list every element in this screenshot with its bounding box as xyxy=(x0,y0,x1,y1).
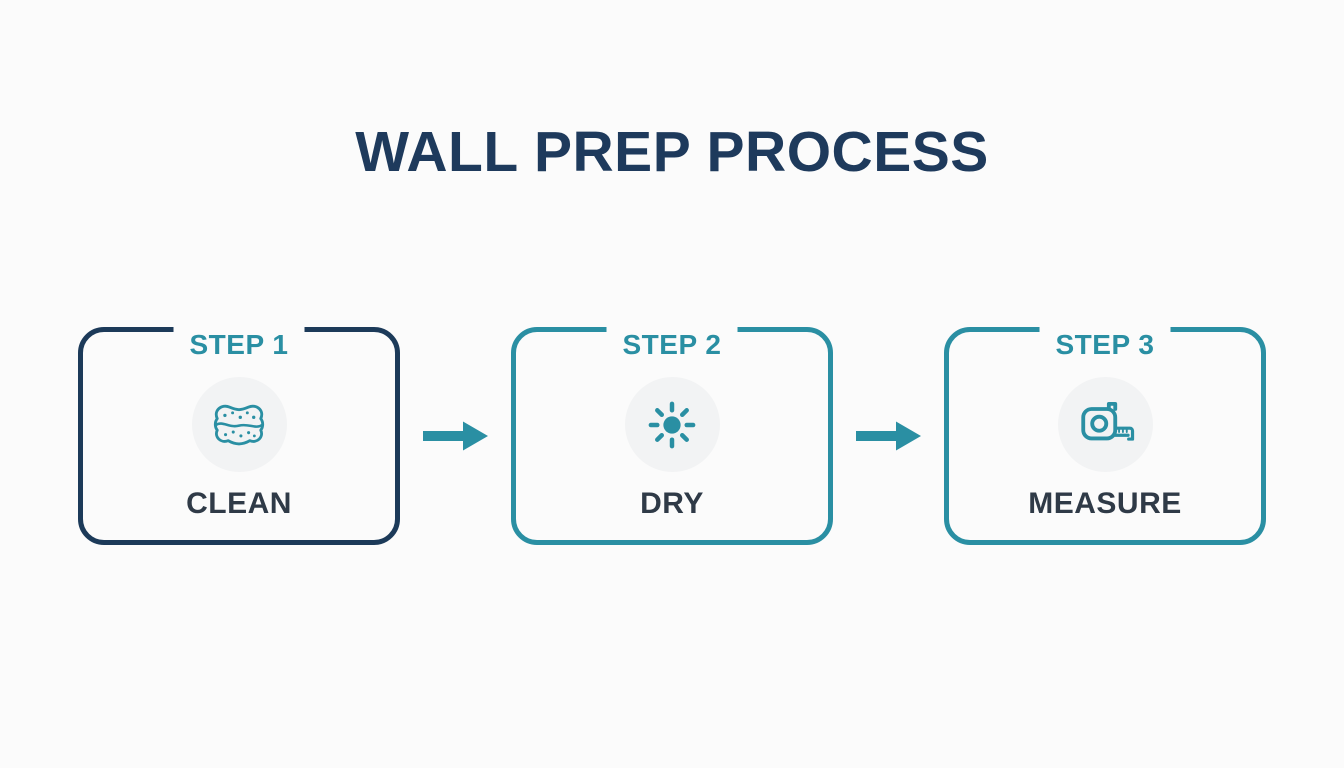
page-title: WALL PREP PROCESS xyxy=(355,120,989,184)
icon-circle xyxy=(191,377,287,472)
step-label: STEP 2 xyxy=(606,319,738,359)
arrow-right-icon xyxy=(422,421,488,451)
sun-icon xyxy=(648,401,696,448)
step-card-clean: STEP 1 CLEAN xyxy=(78,319,400,545)
step-label: STEP 1 xyxy=(173,319,305,359)
step-card-measure: STEP 3 MEASURE xyxy=(944,319,1266,545)
steps-row: STEP 1 CLEAN STEP 2 xyxy=(0,319,1344,545)
step-label: STEP 3 xyxy=(1039,319,1171,359)
icon-circle xyxy=(624,377,720,472)
step-title: MEASURE xyxy=(1028,487,1182,520)
connector-1 xyxy=(400,327,511,545)
arrow-right-icon xyxy=(855,421,921,451)
tape-measure-icon xyxy=(1081,401,1135,441)
sponge-icon xyxy=(213,404,265,445)
icon-circle xyxy=(1057,377,1153,472)
step-title: DRY xyxy=(640,487,704,520)
step-card-dry: STEP 2 DRY xyxy=(511,319,833,545)
connector-2 xyxy=(833,327,944,545)
step-title: CLEAN xyxy=(186,487,292,520)
